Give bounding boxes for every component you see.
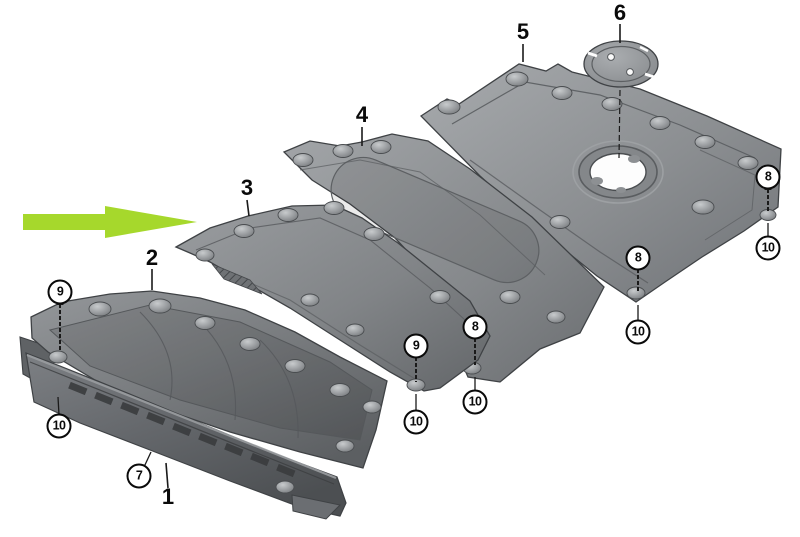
cover-hole	[607, 53, 615, 61]
screw-bosses-part5	[437, 71, 777, 300]
green-pointer-arrow	[23, 206, 197, 238]
screw-bosses-part3	[195, 201, 451, 392]
cover-hole	[626, 68, 634, 76]
textured-patch	[211, 263, 263, 295]
rail-slots	[68, 381, 296, 478]
dashed-leader-part6	[618, 89, 621, 159]
rail-end-fin	[291, 494, 342, 520]
part-1-support-rail	[25, 352, 347, 520]
screw-glyphs	[59, 189, 769, 382]
part-6-round-cover	[583, 40, 659, 88]
leader-lines	[57, 24, 769, 489]
ring-highlight	[572, 140, 664, 204]
part-5-underfloor-panel-rear	[419, 63, 782, 303]
screw-bosses-part4	[292, 140, 566, 375]
